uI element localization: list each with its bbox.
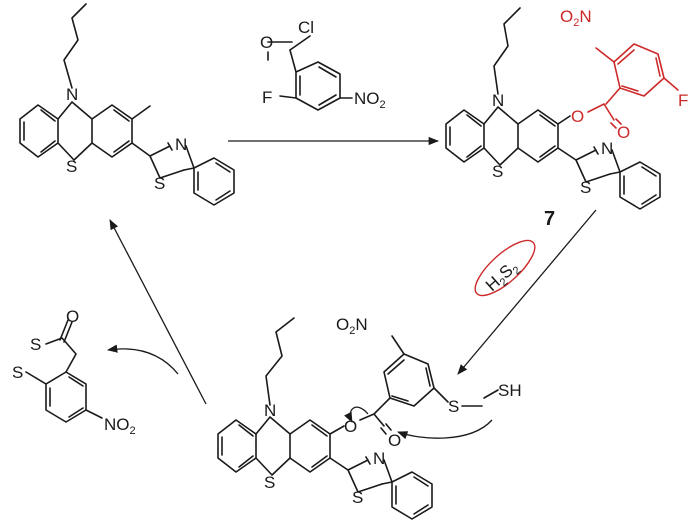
byproduct-o-atom: O [66, 307, 79, 326]
reagent-o-atom: O [260, 33, 273, 52]
reagent-molecule: O Cl F NO2 [260, 18, 386, 111]
h2s2-label: H2S2 [482, 257, 523, 297]
reagent-f-atom: F [262, 88, 272, 107]
c7-btz-s-atom: S [580, 178, 591, 197]
int-no2: O2N [336, 315, 368, 337]
h2s2-trigger: H2S2 [474, 239, 536, 297]
byproduct-s2-atom: S [12, 363, 23, 382]
arrow-thiolysis [457, 209, 597, 375]
c7-btz-n-atom: N [601, 139, 613, 158]
int-btz-s-atom: S [352, 488, 363, 507]
probe-s-atom: S [66, 157, 77, 176]
c7-no2: O2N [560, 7, 592, 29]
curved-arrow-ester-cleavage [344, 406, 369, 423]
int-btz-n-atom: N [373, 449, 385, 468]
int-s-atom-disulfide: S [448, 397, 459, 416]
intermediate-molecule: N S N S O O O2N S SH [217, 315, 522, 520]
c7-n-atom: N [492, 91, 504, 110]
c7-f-atom: F [678, 91, 688, 110]
probe-molecule: N S N S [19, 3, 235, 206]
probe-btz-s-atom: S [154, 174, 165, 193]
byproduct-no2: NO2 [104, 415, 136, 437]
dithiolone-byproduct: O S S NO2 [12, 307, 136, 437]
c7-ester-o-atom: O [571, 107, 584, 126]
arrow-byproduct-release [106, 344, 179, 375]
c7-carbonyl-o-atom: O [617, 123, 630, 142]
reagent-cl-atom: Cl [298, 18, 314, 37]
compound-7-molecule: N S N S O O F O2N 7 [445, 7, 688, 230]
h2s2-highlight-ellipse [474, 239, 536, 297]
curved-arrow-nucleophilic-attack [397, 419, 493, 440]
byproduct-s1-atom: S [30, 335, 41, 354]
int-sh-group: SH [498, 381, 522, 400]
int-n-atom: N [264, 401, 276, 420]
compound-7-label: 7 [544, 208, 555, 230]
reagent-no2: NO2 [354, 89, 386, 111]
int-s-atom: S [264, 473, 275, 492]
arrow-release [109, 219, 207, 405]
probe-n-atom: N [66, 85, 78, 104]
probe-btz-n-atom: N [175, 135, 187, 154]
c7-s-atom: S [492, 162, 503, 181]
int-carbonyl-o-atom: O [388, 431, 401, 450]
